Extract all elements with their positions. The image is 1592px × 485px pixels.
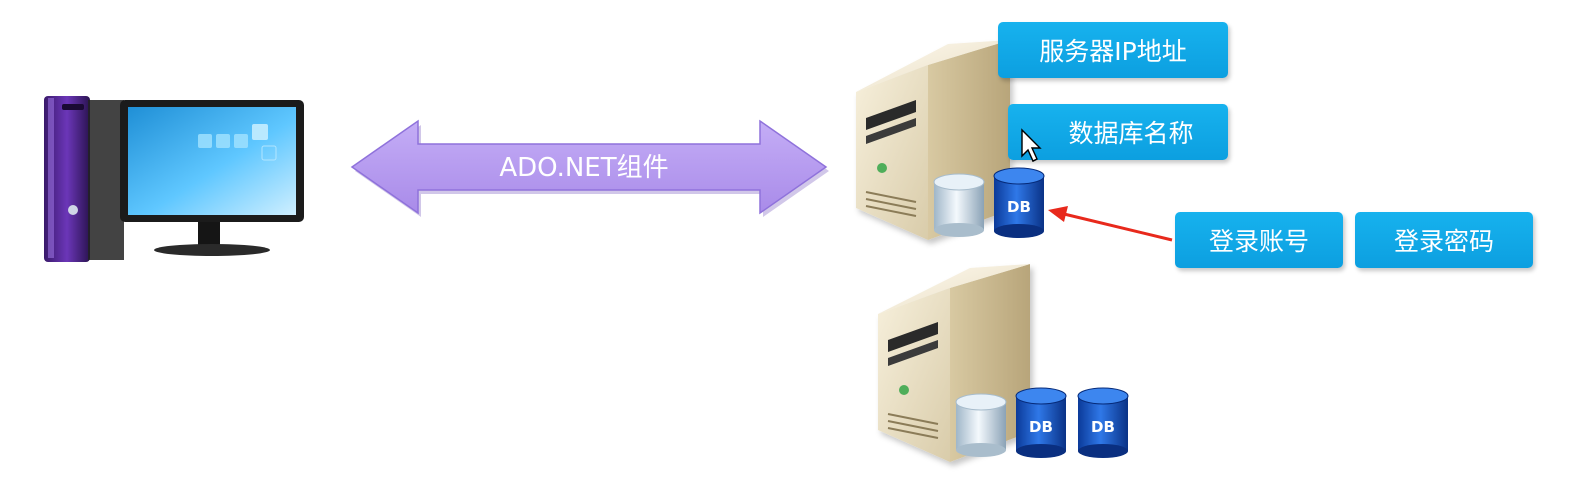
desktop-computer-icon: [44, 96, 304, 262]
database-name-label: 数据库名称: [1008, 104, 1228, 160]
database-cylinder-icon: [955, 393, 1007, 457]
login-account-label: 登录账号: [1175, 212, 1343, 268]
login-password-text: 登录密码: [1393, 227, 1494, 256]
login-password-label: 登录密码: [1355, 212, 1533, 268]
double-arrow: [350, 119, 829, 217]
arrow-label: ADO.NET组件: [499, 153, 668, 183]
database-cylinder-icon: DB: [1015, 387, 1067, 458]
server-tower-icon: [856, 40, 1010, 240]
pointer-arrow: [1048, 206, 1173, 242]
db-badge: DB: [1029, 418, 1053, 436]
db-badge: DB: [1007, 198, 1031, 216]
login-account-text: 登录账号: [1208, 227, 1309, 256]
database-name-text: 数据库名称: [1068, 119, 1194, 148]
database-cylinder-icon: DB: [1077, 387, 1129, 458]
server-ip-label: 服务器IP地址: [998, 22, 1228, 78]
db-badge: DB: [1091, 418, 1115, 436]
server-ip-text: 服务器IP地址: [1039, 37, 1187, 66]
server-tower-icon: [878, 264, 1030, 462]
database-cylinder-icon: [933, 173, 985, 237]
database-cylinder-icon: DB: [993, 167, 1045, 238]
